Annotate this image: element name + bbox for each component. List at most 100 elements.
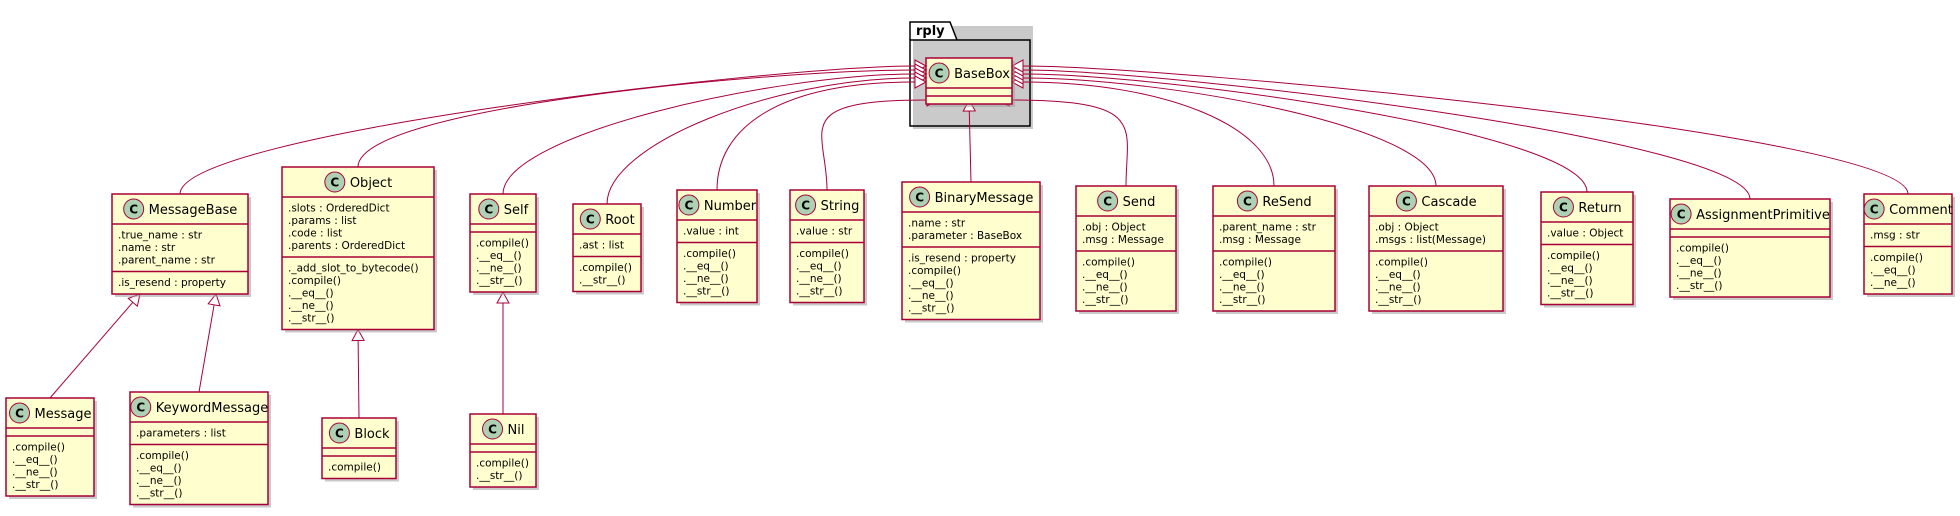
class-method: .__eq__() bbox=[1082, 269, 1128, 281]
inheritance-edge-re-send bbox=[1010, 75, 1275, 187]
class-method: .__str__() bbox=[476, 275, 522, 287]
class-method: .__eq__() bbox=[1375, 269, 1421, 281]
class-name: Cascade bbox=[1421, 195, 1476, 210]
class-method: .__eq__() bbox=[683, 261, 729, 273]
class-icon-letter: C bbox=[801, 199, 810, 213]
class-method: .compile() bbox=[1870, 252, 1923, 264]
class-method: .__eq__() bbox=[796, 261, 842, 273]
class-method: .__ne__() bbox=[683, 273, 729, 285]
edge-line bbox=[1022, 81, 1275, 187]
class-box bbox=[1368, 185, 1504, 312]
class-icon-letter: C bbox=[129, 203, 138, 217]
class-method: .__str__() bbox=[288, 313, 334, 325]
class-method: .__str__() bbox=[796, 286, 842, 298]
class-method: .__str__() bbox=[12, 479, 58, 491]
class-icon-letter: C bbox=[586, 213, 595, 227]
edge-line bbox=[198, 304, 215, 393]
class-box bbox=[5, 397, 95, 497]
class-box bbox=[1669, 198, 1831, 298]
class-method: .compile() bbox=[1547, 250, 1600, 262]
class-icon-letter: C bbox=[488, 423, 497, 437]
edge-line bbox=[821, 99, 928, 191]
class-method: .__str__() bbox=[1375, 294, 1421, 306]
class-method: .__eq__() bbox=[12, 454, 58, 466]
class-method: .compile() bbox=[476, 458, 529, 470]
class-attribute: .msg : str bbox=[1870, 230, 1921, 242]
class-method: .__str__() bbox=[908, 303, 954, 315]
class-icon-letter: C bbox=[1559, 201, 1568, 215]
class-attribute: .obj : Object bbox=[1375, 222, 1439, 234]
class-method: .__ne__() bbox=[288, 300, 334, 312]
class-name: Self bbox=[504, 203, 529, 218]
class-box bbox=[1212, 185, 1336, 312]
class-method: .compile() bbox=[328, 462, 381, 474]
class-method: .__ne__() bbox=[476, 263, 522, 275]
class-icon bbox=[1236, 190, 1258, 212]
class-method: .is_resend : property bbox=[908, 253, 1016, 265]
class-icon-letter: C bbox=[484, 203, 493, 217]
class-attribute: .slots : OrderedDict bbox=[288, 203, 390, 215]
class-name: Comment bbox=[1889, 203, 1953, 218]
class-box bbox=[469, 413, 537, 488]
class-box bbox=[1075, 185, 1177, 312]
class-method: .__eq__() bbox=[476, 250, 522, 262]
inheritance-arrowhead bbox=[207, 292, 221, 307]
class-name: Object bbox=[350, 176, 392, 191]
class-attribute: .msgs : list(Message) bbox=[1375, 234, 1486, 246]
class-icon bbox=[1552, 196, 1574, 218]
inheritance-edge-block bbox=[351, 328, 365, 419]
class-method: .__ne__() bbox=[1375, 282, 1421, 294]
class-method: .__ne__() bbox=[1219, 282, 1265, 294]
class-method: .__str__() bbox=[579, 275, 625, 287]
edge-line bbox=[502, 73, 916, 195]
class-icon bbox=[324, 171, 346, 193]
class-method: .__eq__() bbox=[288, 288, 334, 300]
class-name: ReSend bbox=[1262, 195, 1311, 210]
edge-line bbox=[1022, 73, 1588, 193]
class-name: Nil bbox=[508, 423, 525, 438]
class-attribute: .code : list bbox=[288, 228, 342, 240]
class-method: .__str__() bbox=[1219, 294, 1265, 306]
class-box bbox=[281, 166, 435, 331]
class-attribute: .msg : Message bbox=[1219, 234, 1301, 246]
inheritance-edge-cascade bbox=[1010, 71, 1437, 187]
class-icon-letter: C bbox=[684, 199, 693, 213]
class-attribute: .value : Object bbox=[1547, 228, 1623, 240]
edge-line bbox=[716, 81, 916, 191]
edge-line bbox=[606, 77, 916, 205]
edge-line bbox=[1008, 99, 1128, 187]
inheritance-edge-number bbox=[716, 75, 928, 191]
class-icon-letter: C bbox=[136, 401, 145, 415]
class-method: .__eq__() bbox=[1219, 269, 1265, 281]
class-method: .__ne__() bbox=[1676, 268, 1722, 280]
class-method: .__ne__() bbox=[136, 475, 182, 487]
class-icon bbox=[928, 62, 950, 84]
package-tab bbox=[909, 21, 958, 41]
class-method: .__eq__() bbox=[1870, 265, 1916, 277]
class-method: .compile() bbox=[908, 265, 961, 277]
class-icon bbox=[328, 422, 350, 444]
class-method: .compile() bbox=[1082, 257, 1135, 269]
class-icon-letter: C bbox=[1243, 195, 1252, 209]
inheritance-edge-comment bbox=[1010, 59, 1909, 195]
inheritance-edge-root bbox=[606, 71, 928, 205]
class-method: .compile() bbox=[683, 248, 736, 260]
class-icon bbox=[1395, 190, 1417, 212]
class-icon bbox=[1863, 198, 1885, 220]
class-attribute: .value : str bbox=[796, 226, 853, 238]
class-attribute: .ast : list bbox=[579, 240, 624, 252]
edge-line bbox=[49, 301, 134, 399]
class-method: .__ne__() bbox=[12, 467, 58, 479]
class-box bbox=[129, 391, 269, 506]
class-method: .compile() bbox=[1375, 257, 1428, 269]
